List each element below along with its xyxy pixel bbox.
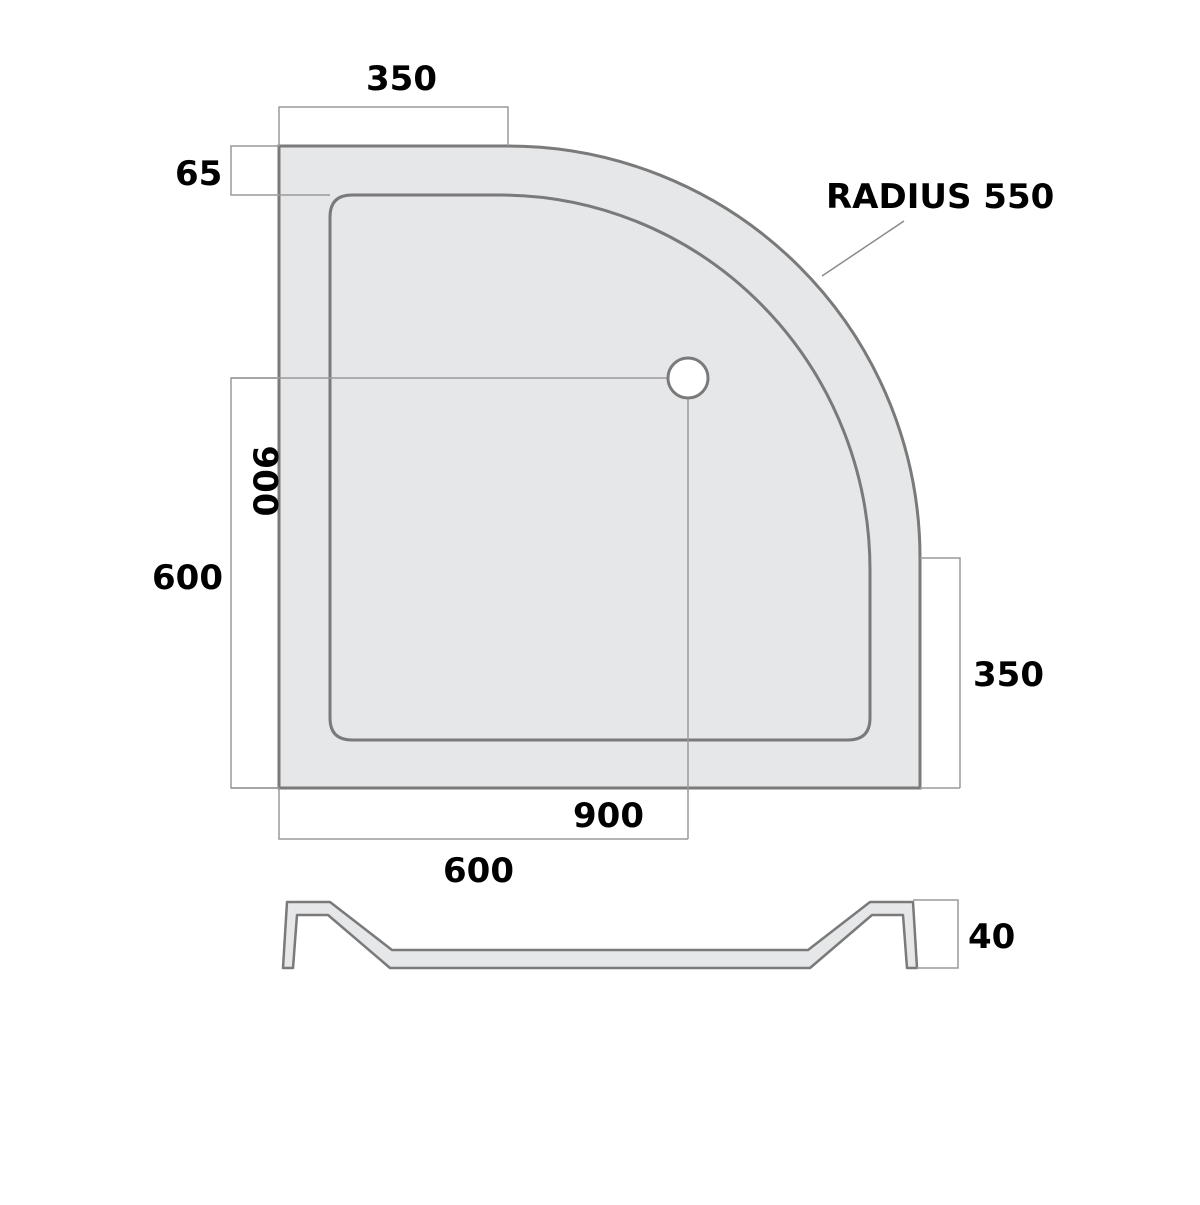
tray-cross-section: [281, 900, 919, 970]
label-top-width: 350: [366, 59, 437, 99]
label-left-waste-600: 600: [152, 558, 223, 598]
dimension-top-350: [278, 106, 509, 146]
label-rim-width: 65: [175, 154, 223, 194]
tray-inner-basin: [328, 193, 872, 742]
radius-leader-line: [821, 220, 905, 277]
label-bottom-waste-600: 600: [443, 851, 514, 891]
dimension-bottom-600: [278, 788, 688, 840]
waste-outlet-icon: [666, 356, 710, 400]
label-radius: RADIUS 550: [826, 177, 1055, 217]
label-section-height: 40: [968, 917, 1016, 957]
dimension-right-350: [920, 557, 961, 788]
label-right-350: 350: [973, 655, 1044, 695]
label-bottom-outer-900: 900: [573, 796, 644, 836]
label-left-outer-900: 900: [244, 445, 285, 517]
dimension-left-600: [230, 377, 279, 789]
dimension-rim-65: [230, 145, 330, 196]
dimension-height-40: [913, 899, 959, 969]
